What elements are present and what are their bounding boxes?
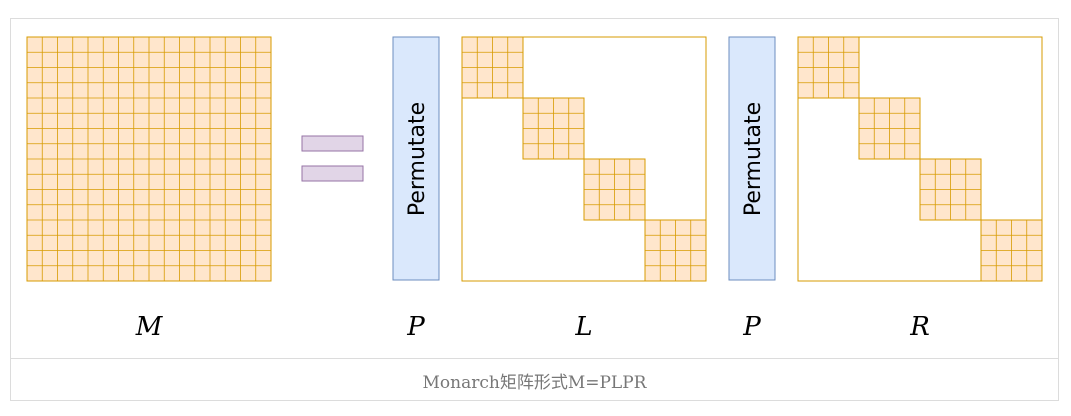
matrix-R-block-4 [980,219,1043,282]
figure-caption: Monarch矩阵形式M=PLPR [422,372,647,393]
matrix-L-block-4 [644,219,707,282]
permute-rect-2 [728,36,776,281]
matrix-R-block-1 [797,36,860,99]
label-L: L [574,312,592,342]
equals-bar-top [301,135,364,152]
matrix-L [461,36,707,282]
permute-rect-1 [392,36,440,281]
permute-text-2: Permutate [741,102,766,216]
matrix-M [26,36,272,282]
matrix-R [797,36,1043,282]
label-M: M [135,312,164,342]
caption-divider [10,358,1059,359]
equals-bar-bottom [301,165,364,182]
permute-box-1: Permutate [392,36,440,281]
permute-text-1: Permutate [405,102,430,216]
matrix-L-block-1 [461,36,524,99]
monarch-diagram: Permutate Permutate M P L P R [26,36,1043,342]
label-P-2: P [742,312,761,342]
permute-box-2: Permutate [728,36,776,281]
equals-sign [301,135,364,182]
label-R: R [909,312,930,342]
matrix-R-block-2 [858,97,921,160]
matrix-L-block-2 [522,97,585,160]
label-P-1: P [406,312,425,342]
matrix-L-block-3 [583,158,646,221]
matrix-R-block-3 [919,158,982,221]
